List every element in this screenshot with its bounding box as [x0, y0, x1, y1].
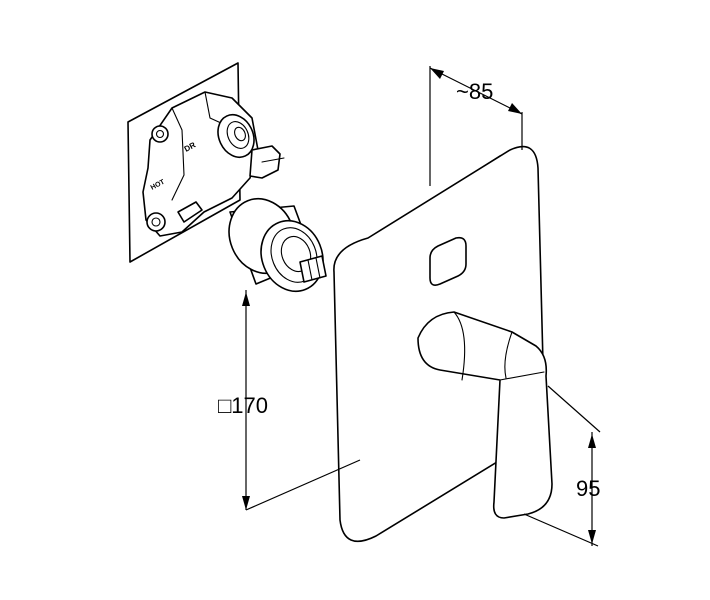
concealed-valve-body: DR HOT	[127, 62, 285, 263]
fixing-screw	[177, 201, 203, 223]
diverter-button[interactable]	[429, 236, 467, 286]
height-label: 95	[576, 476, 600, 501]
trim-plate	[333, 145, 553, 543]
size-dimension: □170	[218, 290, 361, 511]
size-label: □170	[218, 393, 268, 418]
diverter-cartridge	[228, 197, 327, 293]
mounting-lug	[146, 212, 166, 232]
depth-label: ~85	[456, 79, 493, 104]
height-dimension: 95	[523, 385, 600, 547]
depth-dimension: ~85	[429, 66, 523, 186]
mounting-lug	[151, 125, 169, 143]
